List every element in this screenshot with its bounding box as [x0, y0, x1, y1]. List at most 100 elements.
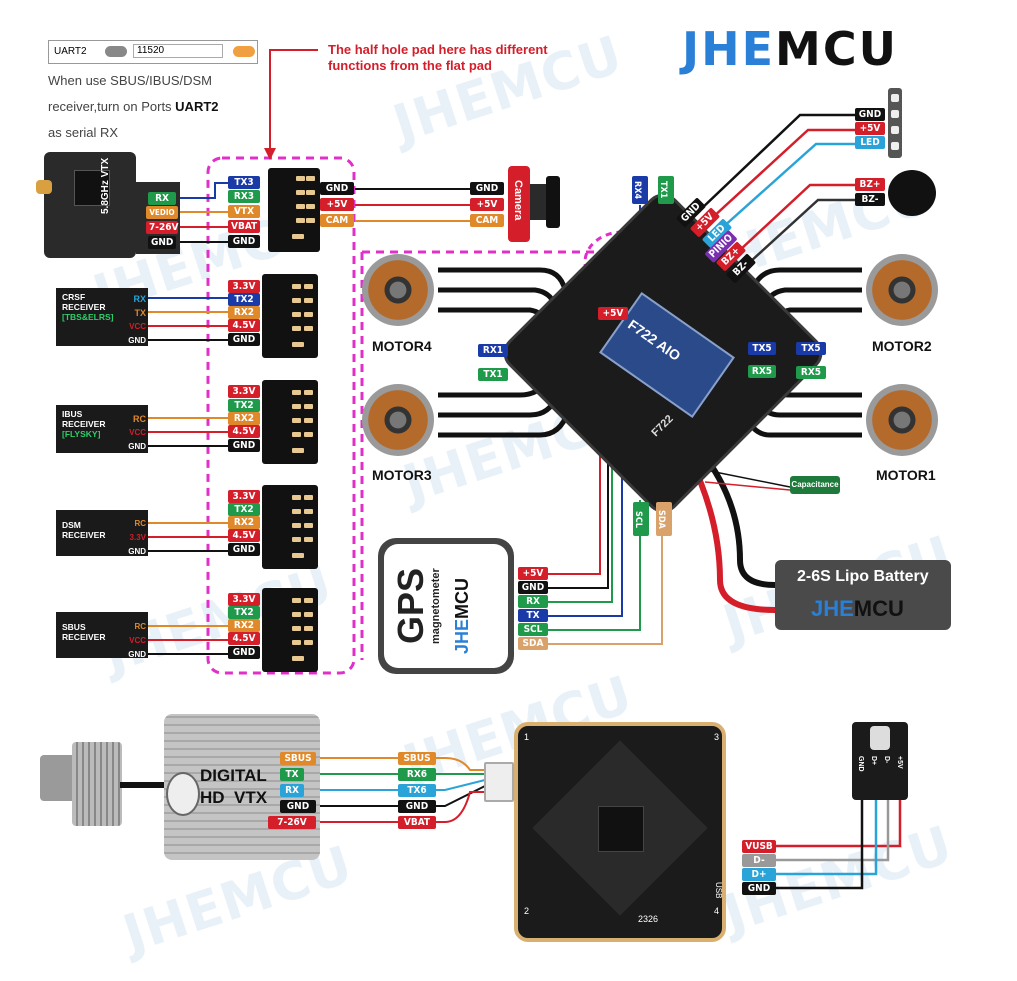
buzzer — [888, 170, 936, 216]
ibus-pad-tx2: TX2 — [228, 399, 260, 412]
crsf-pad-gnd: GND — [228, 333, 260, 346]
pad-cam-5v: +5V — [320, 198, 354, 211]
usb-pad-vusb: VUSB — [742, 840, 776, 853]
brand-logo: JHEMCU — [682, 22, 898, 76]
buzzer-pin-plus: BZ+ — [855, 178, 885, 191]
camera-lens-front — [546, 176, 560, 228]
gps-pin-5v: +5V — [518, 567, 548, 580]
motor-3-label: MOTOR3 — [372, 467, 432, 483]
led-pin-signal: LED — [855, 136, 885, 149]
board-code: 2326 — [638, 914, 659, 924]
led-pin-5v: +5V — [855, 122, 885, 135]
conn-pin-vbat: VBAT — [398, 816, 436, 829]
pad-gnd: GND — [228, 235, 260, 248]
gps-pin-tx: TX — [518, 609, 548, 622]
camera-body: Camera — [508, 166, 530, 242]
vtx-title: 5.8GHz VTX — [100, 157, 111, 214]
usb-c-pins: GND D+ D- +5V — [857, 756, 903, 772]
camera-pin-5v: +5V — [470, 198, 504, 211]
usb-pad-dplus: D+ — [742, 868, 776, 881]
dsm-pad-gnd: GND — [228, 543, 260, 556]
pad-tx1: TX1 — [478, 368, 508, 381]
battery-brand: JHEMCU — [811, 596, 904, 621]
gps-pin-gnd: GND — [518, 581, 548, 594]
usb-c-breakout: GND D+ D- +5V — [852, 722, 908, 800]
halfhole-note: The half hole pad here has different fun… — [328, 42, 548, 73]
ibus-pins: RC VCC GND — [128, 414, 146, 451]
lipo-battery: 2-6S Lipo Battery JHEMCU — [775, 560, 951, 630]
sbus-pad-gnd: GND — [228, 646, 260, 659]
fc-board-text: F722 AIO — [625, 316, 684, 364]
baud-field[interactable]: 11520 — [133, 44, 223, 58]
camera-pin-gnd: GND — [470, 182, 504, 195]
motor-4-label: MOTOR4 — [372, 338, 432, 354]
jst-connector — [484, 762, 514, 802]
dvtx-title-2: HD VTX — [200, 788, 268, 807]
motor-1-label: MOTOR1 — [876, 467, 936, 483]
fc-pad-scl: SCL — [633, 502, 649, 536]
dvtx-pin-rx: RX — [280, 784, 304, 797]
battery-label: 2-6S Lipo Battery — [797, 568, 929, 585]
crsf-pad-rx2: RX2 — [228, 306, 260, 319]
buzzer-pin-minus: BZ- — [855, 193, 885, 206]
usb-pad-dminus: D- — [742, 854, 776, 867]
board-mark-4: 4 — [714, 906, 720, 916]
dvtx-cable — [120, 782, 168, 788]
fc-5v-pad: +5V — [598, 307, 628, 320]
usb-pad-gnd: GND — [742, 882, 776, 895]
sbus-pins: RC VCC GND — [128, 622, 146, 659]
dsm-pad-tx2: TX2 — [228, 503, 260, 516]
fc-pad-sda: SDA — [656, 502, 672, 536]
motor-4 — [362, 254, 434, 326]
dvtx-title-1: DIGITAL — [200, 766, 267, 785]
board-usb-text: USB — [714, 882, 723, 899]
ext-rx5: RX5 — [796, 366, 826, 379]
vtx-pin-rx: RX — [148, 192, 176, 205]
ext-tx5: TX5 — [796, 342, 826, 355]
pad-vtx: VTX — [228, 205, 260, 218]
toggle-off[interactable] — [105, 46, 127, 57]
pad-cam-gnd: GND — [320, 182, 354, 195]
dvtx-pin-power: 7-26V — [268, 816, 316, 829]
motor-3 — [362, 384, 434, 456]
gps-module: GPS magnetometer JHEMCU — [378, 538, 514, 674]
dsm-pad-rx2: RX2 — [228, 516, 260, 529]
vtx-pin-video: VEDIO — [146, 206, 178, 219]
dvtx-pin-tx: TX — [280, 768, 304, 781]
dvtx-pin-sbus: SBUS — [280, 752, 316, 765]
toggle-on[interactable] — [233, 46, 255, 57]
dsm-pad-4v5: 4.5V — [228, 529, 260, 542]
gps-face: GPS magnetometer JHEMCU — [384, 544, 508, 668]
uart-port-label: UART2 — [54, 46, 87, 57]
conn-pin-gnd: GND — [398, 800, 436, 813]
gps-pin-scl: SCL — [518, 623, 548, 636]
pad-block-sbus — [262, 588, 318, 672]
sbus-pad-3v3: 3.3V — [228, 593, 260, 606]
sbus-pad-4v5: 4.5V — [228, 632, 260, 645]
fc-pad-rx5: RX5 — [748, 365, 776, 378]
digital-vtx: DIGITAL HD VTX — [164, 714, 320, 860]
board-mark-2: 2 — [524, 906, 530, 916]
uart-config-box: UART2 11520 — [48, 40, 258, 64]
conn-pin-rx6: RX6 — [398, 768, 436, 781]
board-mark-1: 1 — [524, 732, 530, 742]
dsm-pad-3v3: 3.3V — [228, 490, 260, 503]
sbus-pad-tx2: TX2 — [228, 606, 260, 619]
dvtx-camera-body — [72, 742, 122, 826]
vtx-chip — [74, 170, 110, 206]
analog-vtx-module: 5.8GHz VTX — [36, 152, 136, 258]
vtx-pin-power: 7-26V — [146, 221, 178, 234]
crsf-pad-tx2: TX2 — [228, 293, 260, 306]
crsf-pad-3v3: 3.3V — [228, 280, 260, 293]
ibus-pad-3v3: 3.3V — [228, 385, 260, 398]
board-mark-3: 3 — [714, 732, 720, 742]
motor-1 — [866, 384, 938, 456]
camera-lens — [530, 184, 548, 220]
gps-subtitle: magnetometer — [430, 568, 442, 644]
ibus-pad-gnd: GND — [228, 439, 260, 452]
crsf-pad-4v5: 4.5V — [228, 319, 260, 332]
camera-pin-signal: CAM — [470, 214, 504, 227]
ibus-pad-4v5: 4.5V — [228, 425, 260, 438]
pad-block-ibus — [262, 380, 318, 464]
